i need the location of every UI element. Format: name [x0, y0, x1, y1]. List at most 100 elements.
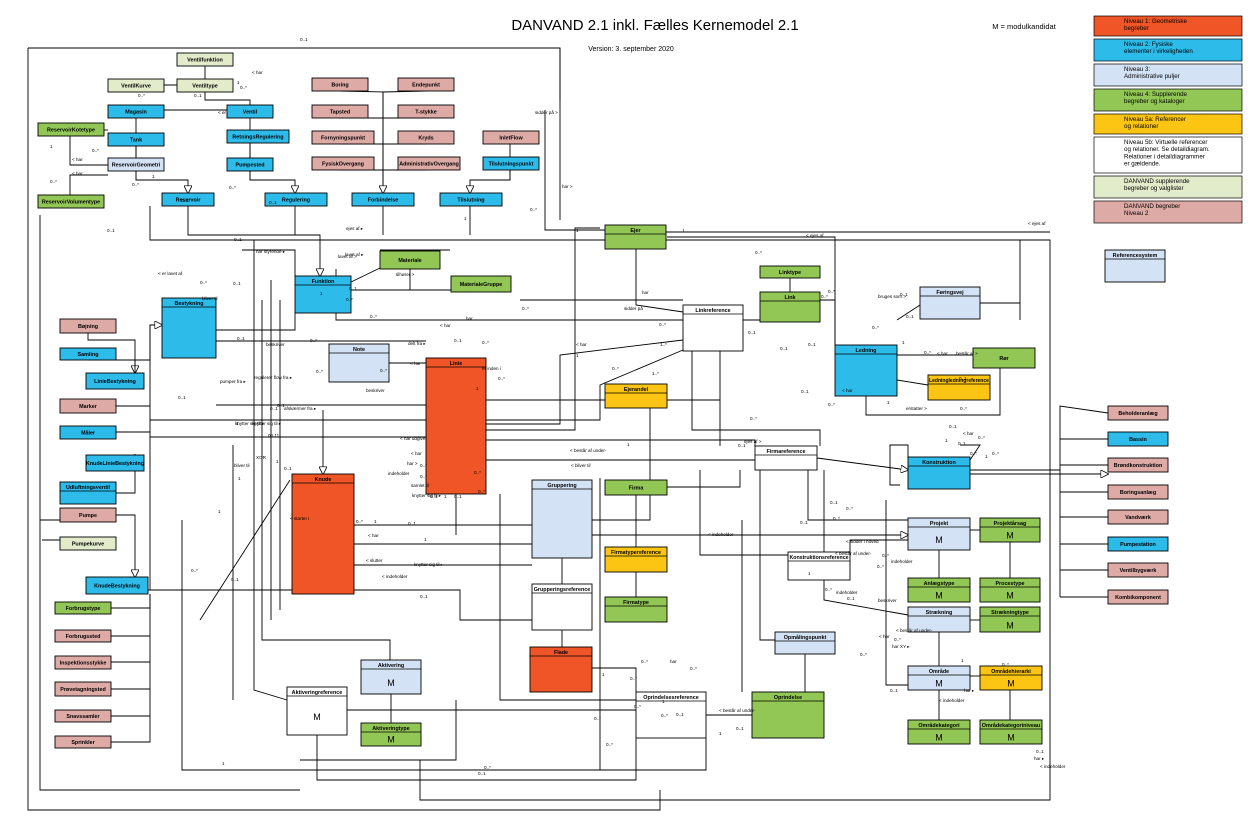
class-box: [1107, 431, 1169, 447]
class-box: [774, 631, 836, 655]
association-label: 1..*: [660, 342, 667, 347]
association-line: [486, 339, 684, 425]
association-label: har: [642, 290, 649, 295]
association-label: 0..*: [138, 93, 145, 98]
association-label: 0..*: [132, 182, 139, 187]
association-line: [216, 313, 296, 331]
class-name: Ledning: [856, 348, 877, 354]
class-name: ReservoirGeometri: [112, 162, 161, 168]
class-box: [682, 304, 744, 352]
association-line: [181, 520, 707, 771]
class-name: Regulering: [282, 197, 310, 203]
class-box: [1107, 562, 1169, 578]
class-box: [907, 517, 971, 551]
class-box: [161, 192, 215, 207]
association-label: har styrende ▸: [256, 249, 286, 254]
association-label: har ▸: [964, 688, 975, 693]
legend-swatch: [1093, 175, 1243, 199]
class-name: T-stykke: [415, 109, 437, 115]
class-name: Strækningtype: [991, 610, 1029, 616]
class-name: Ventil: [243, 109, 258, 115]
class-box: [787, 551, 851, 581]
association-label: pumper fra ▸: [220, 379, 246, 384]
class-ventiltype: Ventiltype: [176, 78, 234, 93]
class-name: Oprindelsesreference: [643, 695, 698, 701]
association-line: [135, 118, 188, 193]
class-forbrugstype: Forbrugstype: [54, 601, 112, 615]
association-label: 0..*: [50, 179, 57, 184]
class-konstruktionsreference: Konstruktionsreference: [787, 551, 851, 581]
class-box: [450, 275, 512, 293]
association-label: < er lavet af: [158, 271, 183, 276]
class-name: Snavssamler: [66, 714, 100, 720]
diagram-title: DANVAND 2.1 inkl. Fælles Kernemodel 2.1: [511, 17, 798, 34]
association-label: 00.11: [268, 433, 280, 438]
class-flade: Flade: [529, 646, 593, 693]
class-box: [907, 456, 971, 490]
association-label: beskriver: [366, 388, 385, 393]
class-inspektionsstykke: Inspektionsstykke: [54, 655, 112, 670]
association-label: < har: [410, 361, 421, 366]
class-ejer: Ejer: [604, 224, 667, 250]
association-label: 0..*: [530, 207, 537, 212]
class-box: [107, 104, 165, 119]
class-foeringsvej: Føringsvej: [919, 286, 981, 320]
association-label: < har: [963, 431, 974, 436]
association-label: < har: [72, 171, 83, 176]
association-label: 1: [238, 476, 241, 481]
class-grupperingsreference: Grupperingsreference: [531, 583, 593, 631]
class-name: Projekt: [930, 521, 948, 527]
association-label: 0..1: [780, 346, 788, 351]
class-name: Pumpekurve: [72, 541, 104, 547]
class-box: [604, 383, 668, 409]
class-roer: Rør: [972, 347, 1036, 369]
association-label: ejes af ▸: [346, 226, 364, 231]
class-name: Firmatype: [623, 600, 649, 606]
class-box: [1107, 509, 1169, 525]
legend-text: DANVAND begreber: [1124, 203, 1180, 210]
class-box: [311, 77, 369, 92]
class-firmareference: Firmareference: [754, 445, 818, 471]
class-tstykke: T-stykke: [397, 104, 455, 119]
class-name: Marker: [79, 404, 98, 410]
class-box: [226, 129, 290, 144]
association-label: 0..1: [1036, 749, 1044, 754]
association-label: ejes af >: [744, 439, 762, 444]
association-line: [148, 325, 151, 591]
association-label: har: [466, 316, 473, 321]
class-name: Ventilbygværk: [1120, 568, 1157, 574]
class-name: Udluftningsventil: [66, 485, 111, 491]
association-label: 0..*: [420, 463, 427, 468]
class-name: Projektårsag: [994, 520, 1027, 527]
class-box: [759, 291, 821, 323]
class-fysiskovergang: FysiskOvergang: [311, 156, 375, 171]
class-liniebestykning: LinieBestykning: [85, 372, 145, 390]
association-label: har >: [562, 184, 573, 189]
class-box: [54, 655, 112, 670]
class-name: Ventiltype: [192, 83, 217, 89]
class-name: Linkreference: [695, 308, 730, 314]
association-label: 0..*: [872, 325, 879, 330]
class-name: Område: [929, 668, 949, 675]
association-label: 0..*: [316, 369, 323, 374]
class-box: [226, 157, 274, 172]
module-candidate-mark: M: [935, 535, 943, 545]
class-firma: Firma: [604, 479, 668, 496]
legend-text: Relationer i detaildiagrammer: [1124, 153, 1205, 160]
module-candidate-mark: M: [313, 712, 321, 722]
class-name: Magasin: [125, 109, 147, 115]
class-name: Linie: [450, 361, 463, 367]
class-name: Knude: [315, 477, 332, 483]
class-name: Gruppering: [547, 483, 576, 489]
association-label: lavet af ▸: [345, 252, 364, 257]
association-label: 0..1: [430, 494, 438, 499]
class-boringsanlaeg: Boringsanlæg: [1107, 484, 1169, 500]
association-line: [960, 444, 981, 461]
association-label: 1: [808, 571, 811, 576]
